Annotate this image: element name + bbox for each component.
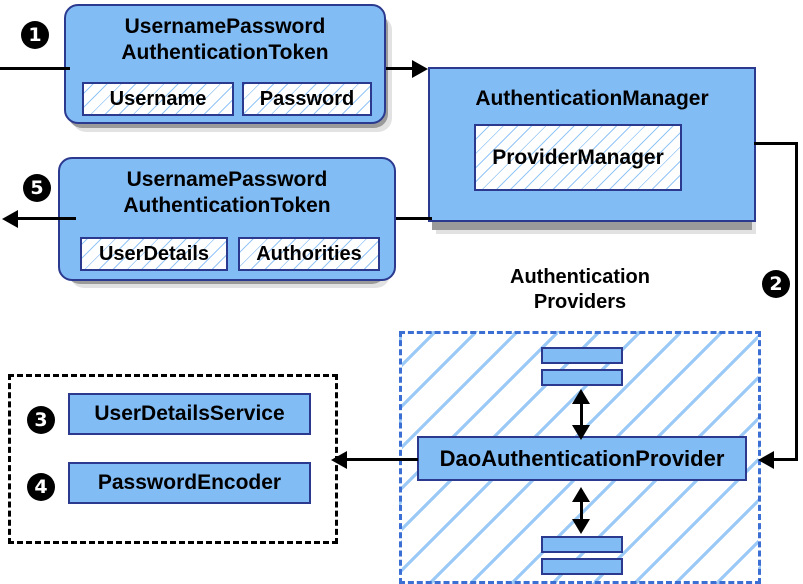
request-token-title-line1: UsernamePassword — [124, 15, 326, 38]
result-token-title-line1: UsernamePassword — [126, 168, 328, 191]
authentication-manager-box: AuthenticationManager ProviderManager — [428, 67, 756, 222]
request-token-box: UsernamePassword AuthenticationToken Use… — [64, 4, 386, 124]
request-token-title-line2: AuthenticationToken — [121, 41, 329, 64]
provider-link-bottom-arrowhead-down — [572, 519, 590, 534]
providers-section-title: Authentication Providers — [455, 265, 705, 315]
other-provider-bar-top-2 — [541, 369, 623, 386]
manager-to-result-token-line — [396, 217, 432, 220]
result-token-box: UsernamePassword AuthenticationToken Use… — [58, 157, 396, 281]
provider-link-top-line — [580, 392, 583, 432]
field-authorities: Authorities — [238, 237, 380, 271]
result-token-title-line2: AuthenticationToken — [123, 194, 331, 217]
provider-to-beans-arrowhead — [331, 451, 347, 469]
result-token-out-line — [6, 217, 76, 220]
dao-authentication-provider-box: DaoAuthenticationProvider — [417, 436, 747, 481]
provider-link-bottom-line — [580, 490, 583, 526]
provider-to-beans-line — [340, 458, 418, 461]
step-badge-3: 3 — [28, 407, 54, 433]
manager-to-provider-vertical-line — [795, 142, 798, 460]
provider-manager-box: ProviderManager — [474, 124, 682, 191]
provider-link-top-arrowhead-down — [572, 425, 590, 440]
step-badge-4: 4 — [28, 474, 54, 500]
field-password: Password — [242, 82, 372, 116]
authentication-manager-label: AuthenticationManager — [475, 87, 709, 110]
provider-link-top-arrowhead-up — [572, 389, 590, 404]
provider-link-bottom-arrowhead-up — [572, 487, 590, 502]
result-token-out-arrowhead — [2, 210, 18, 228]
request-token-title: UsernamePassword AuthenticationToken — [66, 14, 384, 66]
step-badge-5: 5 — [24, 175, 50, 201]
passwordencoder-box: PasswordEncoder — [68, 462, 311, 504]
step-badge-1: 1 — [22, 22, 48, 48]
provider-entry-line — [764, 458, 798, 461]
provider-entry-arrowhead — [758, 451, 774, 469]
incoming-request-line — [0, 67, 70, 70]
step-badge-2: 2 — [763, 271, 789, 297]
other-provider-bar-top-1 — [541, 347, 623, 364]
token-to-manager-arrowhead — [412, 60, 428, 78]
other-provider-bar-bottom-1 — [541, 536, 623, 553]
result-token-title: UsernamePassword AuthenticationToken — [60, 167, 394, 219]
other-provider-bar-bottom-2 — [541, 558, 623, 575]
userdetailsservice-box: UserDetailsService — [68, 393, 311, 435]
field-username: Username — [82, 82, 234, 116]
field-userdetails: UserDetails — [80, 237, 228, 271]
manager-right-exit-line — [754, 142, 798, 145]
token-to-manager-line — [386, 67, 422, 70]
providers-title-line2: Providers — [533, 291, 627, 313]
providers-title-line1: Authentication — [510, 266, 650, 288]
